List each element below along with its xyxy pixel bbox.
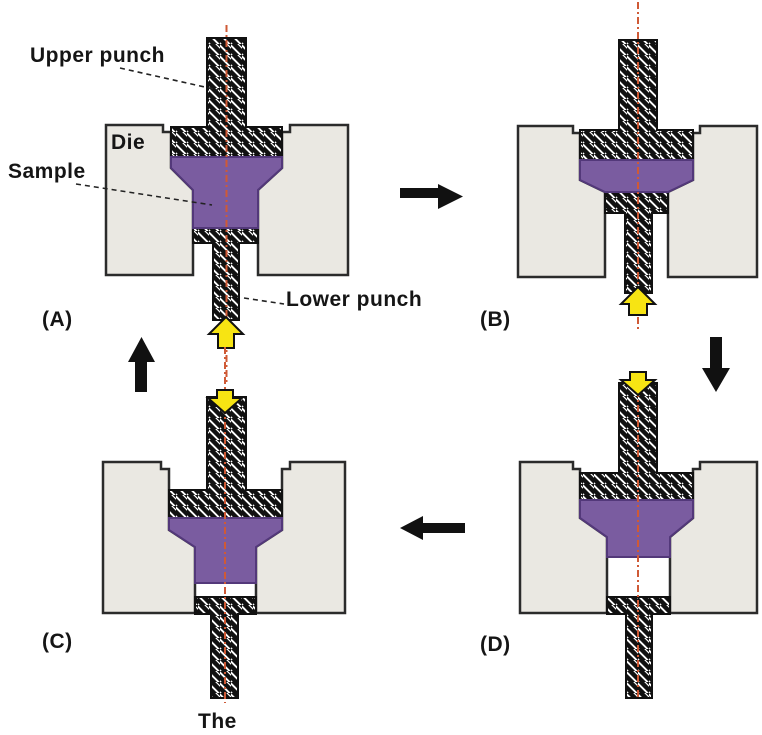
cycle-arrow-right-icon [400, 184, 463, 209]
cycle-arrow-down-icon [702, 337, 730, 392]
lower-punch-shape [604, 191, 669, 294]
upper-punch-shape [579, 382, 694, 501]
upper-punch-shape [579, 39, 694, 161]
press-down-arrow-icon [205, 389, 245, 415]
stage-c-label: (C) [42, 630, 73, 653]
press-up-arrow-icon [618, 285, 658, 316]
press-up-arrow-icon [206, 315, 246, 349]
stage-d-assembly: (D) [480, 371, 759, 700]
press-down-arrow-icon [618, 371, 658, 397]
stage-a-assembly: (A) Die [42, 25, 350, 383]
cycle-arrow-up-icon [128, 337, 155, 392]
stage-d-label: (D) [480, 633, 511, 656]
sample-shape [579, 159, 694, 193]
sample-shape [579, 499, 694, 558]
lower-punch-label: Lower punch [286, 288, 422, 311]
sample-leader-line [75, 183, 213, 206]
cycle-arrow-left-icon [400, 516, 465, 540]
stage-b-label: (B) [480, 308, 511, 331]
upper-punch-label: Upper punch [30, 44, 165, 67]
stage-a-label: (A) [42, 308, 73, 331]
lower-punch-shape [192, 227, 259, 321]
die-label: Die [111, 131, 145, 154]
caption-text: The [198, 710, 237, 733]
lower-punch-leader-line [243, 297, 285, 305]
sample-shape [168, 517, 283, 584]
stage-b-assembly: (B) [480, 2, 759, 331]
upper-punch-leader-line [119, 67, 219, 91]
stage-c-assembly: (C) [42, 347, 347, 703]
sample-label: Sample [8, 160, 86, 183]
